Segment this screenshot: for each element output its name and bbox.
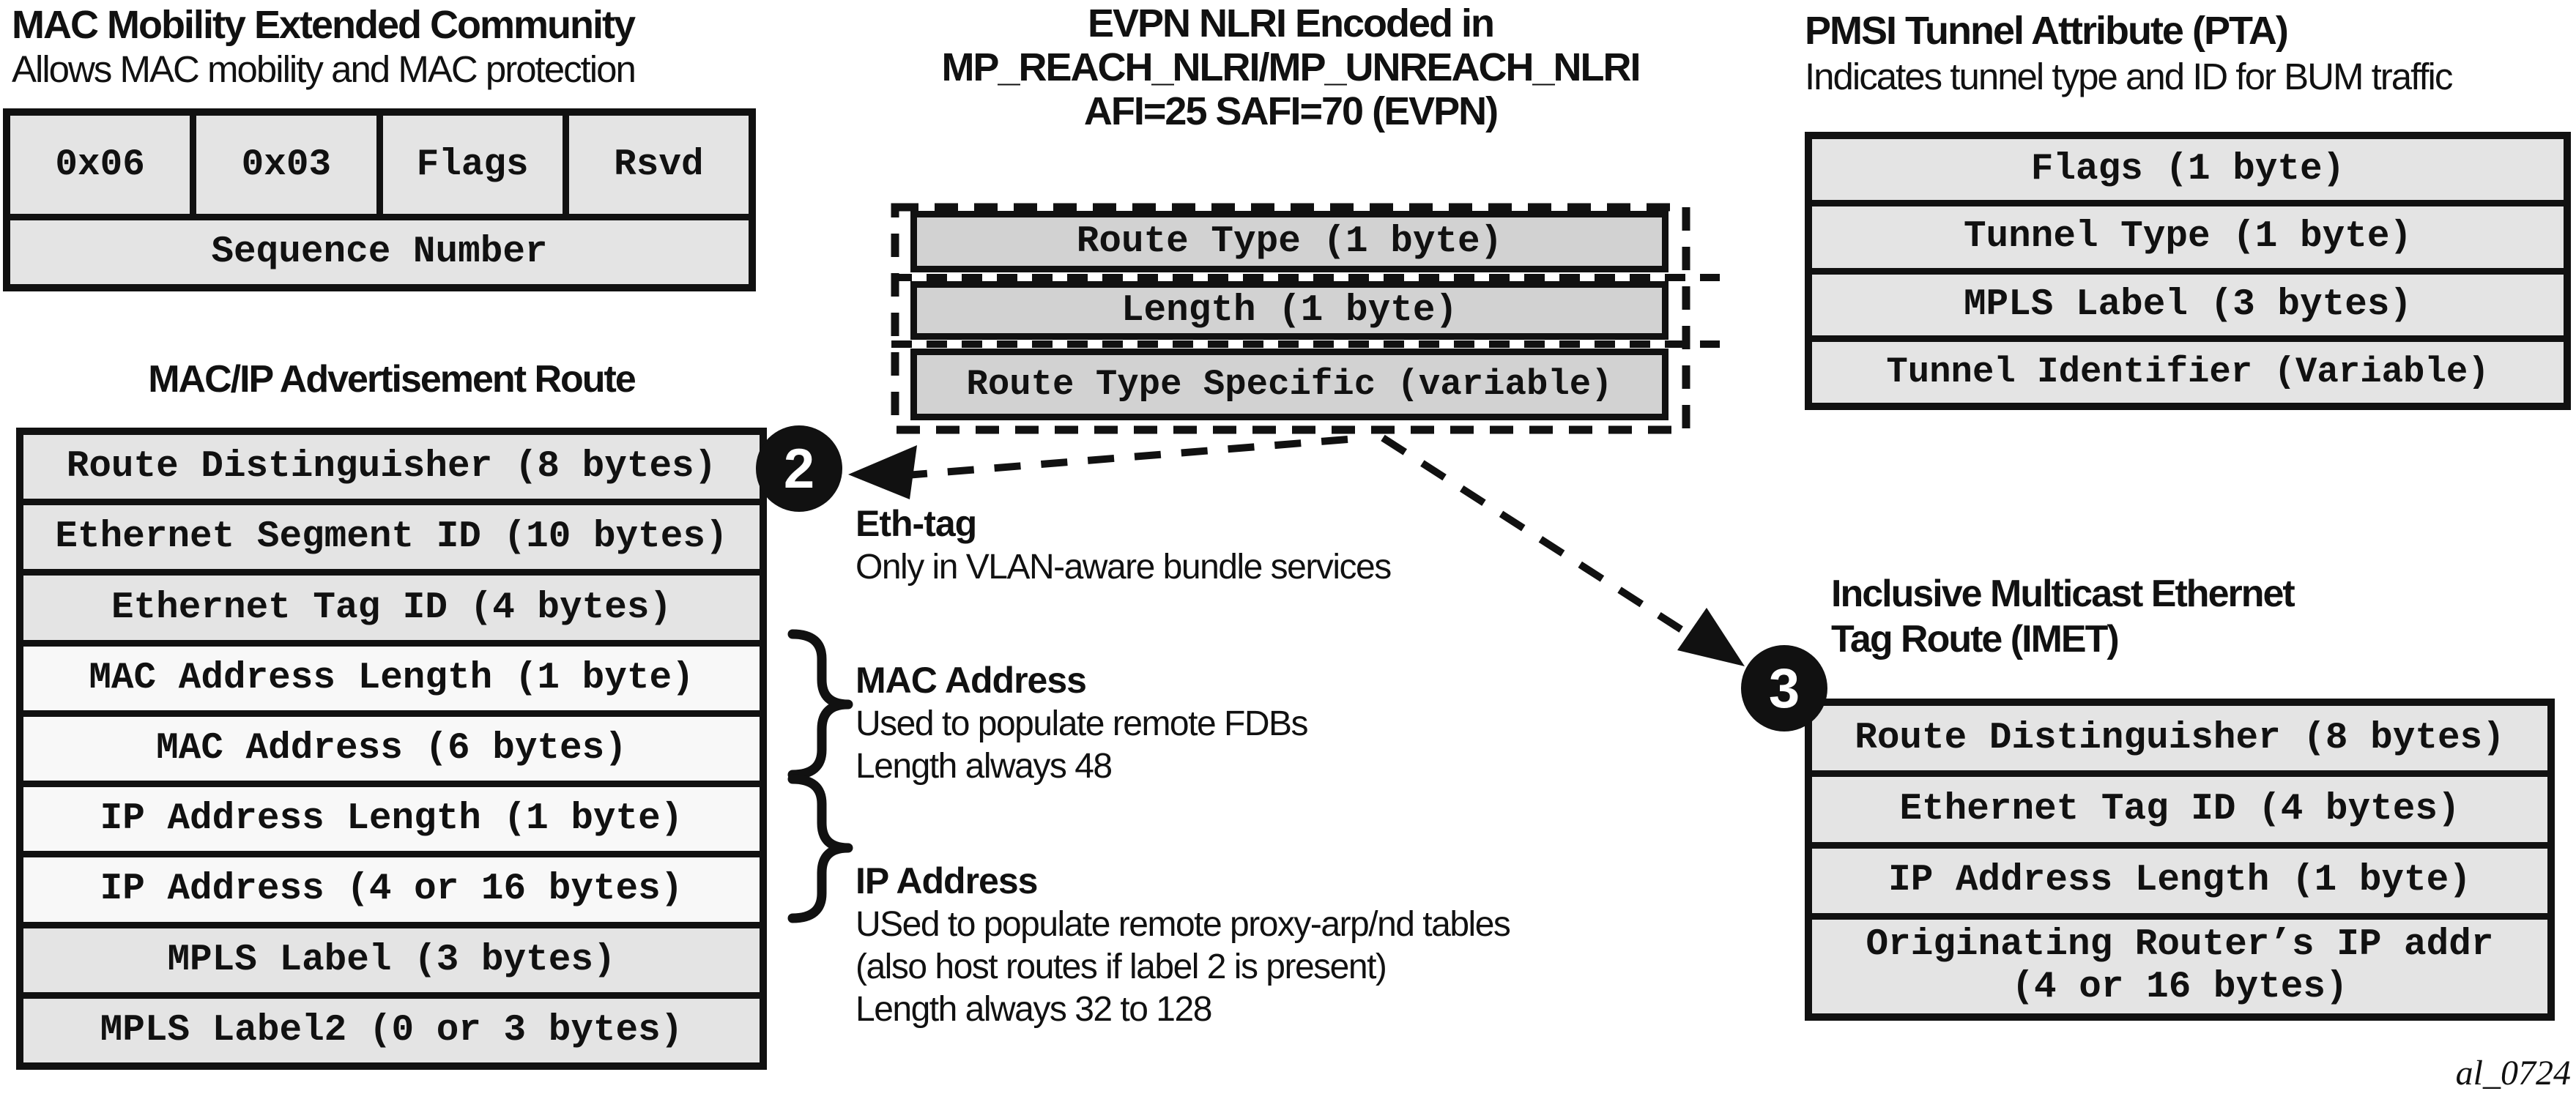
figure-id-label: al_0724 [2455, 1054, 2571, 1092]
cell-text: Route Type Specific (variable) [966, 364, 1613, 405]
arrowhead-to-badge-3 [1677, 608, 1745, 666]
table-row: IP Address Length (1 byte) [23, 781, 760, 852]
table-row: Tunnel Type (1 byte) [1812, 200, 2564, 268]
table-row: Ethernet Tag ID (4 bytes) [23, 569, 760, 640]
table-row: Originating Router’s IP addr (4 or 16 by… [1812, 912, 2547, 1013]
evpn-nlri-title-line: EVPN NLRI Encoded in [1087, 1, 1495, 45]
cell-text: Sequence Number [211, 231, 548, 274]
cell-text: Ethernet Tag ID (4 bytes) [1899, 788, 2460, 830]
table-row: Route Distinguisher (8 bytes) [23, 435, 760, 499]
cell-text: MAC Address Length (1 byte) [89, 657, 694, 699]
cell-text: Tunnel Identifier (Variable) [1886, 351, 2490, 393]
table-row: Route Distinguisher (8 bytes) [1812, 706, 2547, 771]
mac-mobility-cell-type: 0x06 [10, 116, 197, 215]
cell-text: Route Distinguisher (8 bytes) [66, 446, 717, 488]
brace-mac-address-group [787, 629, 853, 780]
cell-text: MAC Address (6 bytes) [156, 727, 627, 770]
arrowhead-to-badge-2 [848, 445, 917, 499]
table-row: Flags (1 byte) [1812, 139, 2564, 201]
annotation-line: Only in VLAN-aware bundle services [855, 548, 1392, 587]
table-row: MPLS Label2 (0 or 3 bytes) [23, 991, 760, 1062]
mac-mobility-sequence-row: Sequence Number [10, 214, 749, 284]
table-row: MPLS Label (3 bytes) [23, 921, 760, 992]
table-row: Ethernet Segment ID (10 bytes) [23, 499, 760, 570]
table-row: MPLS Label (3 bytes) [1812, 267, 2564, 335]
mac-ip-route-table: Route Distinguisher (8 bytes) Ethernet S… [16, 428, 767, 1070]
mac-mobility-table: 0x06 0x03 Flags Rsvd Sequence Number [3, 108, 756, 291]
cell-text: IP Address Length (1 byte) [100, 798, 683, 841]
evpn-nlri-title-line: MP_REACH_NLRI/MP_UNREACH_NLRI [941, 45, 1641, 89]
table-row: Ethernet Tag ID (4 bytes) [1812, 770, 2547, 842]
pmsi-subtitle: Indicates tunnel type and ID for BUM tra… [1805, 56, 2453, 97]
imet-table: Route Distinguisher (8 bytes) Ethernet T… [1805, 699, 2555, 1021]
annotation-line: Used to populate remote FDBs [855, 704, 1309, 743]
cell-text: 0x03 [241, 144, 332, 186]
nlri-row-route-type-specific: Route Type Specific (variable) [910, 349, 1669, 420]
table-row: IP Address Length (1 byte) [1812, 841, 2547, 913]
cell-text: Rsvd [614, 144, 704, 186]
table-row: MAC Address Length (1 byte) [23, 639, 760, 710]
cell-text: Flags [416, 144, 529, 186]
annotation-heading: IP Address [855, 860, 1038, 901]
cell-text: Ethernet Segment ID (10 bytes) [55, 516, 728, 559]
mac-address-annotation: MAC Address Used to populate remote FDBs… [855, 658, 1309, 788]
mac-mobility-cell-flags: Flags [382, 116, 569, 215]
cell-text: IP Address (4 or 16 bytes) [100, 868, 683, 911]
annotation-heading: Eth-tag [855, 503, 977, 544]
annotation-heading: MAC Address [855, 660, 1087, 701]
arrow-line-to-badge-2 [897, 436, 1348, 480]
table-row: Tunnel Identifier (Variable) [1812, 335, 2564, 403]
step-badge-3: 3 [1741, 645, 1827, 731]
annotation-line: (also host routes if label 2 is present) [855, 948, 1387, 986]
cell-text: Flags (1 byte) [2030, 149, 2345, 191]
cell-text: 0x06 [55, 144, 145, 186]
cell-text: MPLS Label (3 bytes) [1963, 283, 2413, 326]
cell-text: Length (1 byte) [1121, 289, 1458, 332]
imet-title: Inclusive Multicast Ethernet Tag Route (… [1831, 571, 2295, 662]
mac-mobility-cell-rsvd: Rsvd [568, 116, 749, 215]
annotation-line: Length always 32 to 128 [855, 990, 1212, 1029]
nlri-row-length: Length (1 byte) [910, 281, 1669, 340]
mac-mobility-title: MAC Mobility Extended Community [12, 3, 636, 47]
arrow-line-to-badge-3 [1381, 434, 1709, 649]
cell-text: Route Type (1 byte) [1076, 220, 1503, 263]
ip-address-annotation: IP Address USed to populate remote proxy… [855, 858, 1511, 1031]
evpn-nlri-title: EVPN NLRI Encoded in MP_REACH_NLRI/MP_UN… [891, 1, 1690, 133]
cell-text: Ethernet Tag ID (4 bytes) [111, 587, 672, 629]
pmsi-table: Flags (1 byte) Tunnel Type (1 byte) MPLS… [1805, 132, 2571, 410]
annotation-line: Length always 48 [855, 747, 1113, 786]
imet-title-line: Inclusive Multicast Ethernet [1831, 573, 2295, 615]
mac-mobility-subtitle: Allows MAC mobility and MAC protection [12, 48, 636, 90]
mac-mobility-cell-subtype: 0x03 [196, 116, 383, 215]
cell-text: MPLS Label (3 bytes) [167, 939, 616, 981]
brace-ip-address-group [787, 774, 853, 923]
step-badge-2: 2 [756, 425, 842, 512]
cell-text: Tunnel Type (1 byte) [1963, 216, 2413, 258]
cell-text: Originating Router’s IP addr [1866, 923, 2494, 966]
imet-title-line: Tag Route (IMET) [1831, 618, 2120, 660]
mac-ip-route-title: MAC/IP Advertisement Route [148, 358, 636, 401]
pmsi-title: PMSI Tunnel Attribute (PTA) [1805, 9, 2289, 53]
evpn-nlri-title-line: AFI=25 SAFI=70 (EVPN) [1083, 89, 1499, 133]
nlri-row-route-type: Route Type (1 byte) [910, 211, 1669, 272]
cell-text: MPLS Label2 (0 or 3 bytes) [100, 1009, 683, 1051]
cell-text: (4 or 16 bytes) [2011, 966, 2348, 1008]
mac-mobility-header-row: 0x06 0x03 Flags Rsvd [10, 116, 749, 215]
table-row: IP Address (4 or 16 bytes) [23, 851, 760, 922]
cell-text: IP Address Length (1 byte) [1888, 860, 2471, 902]
table-row: MAC Address (6 bytes) [23, 710, 760, 781]
annotation-line: USed to populate remote proxy-arp/nd tab… [855, 905, 1511, 944]
cell-text: Route Distinguisher (8 bytes) [1855, 717, 2505, 759]
eth-tag-annotation: Eth-tag Only in VLAN-aware bundle servic… [855, 501, 1392, 589]
